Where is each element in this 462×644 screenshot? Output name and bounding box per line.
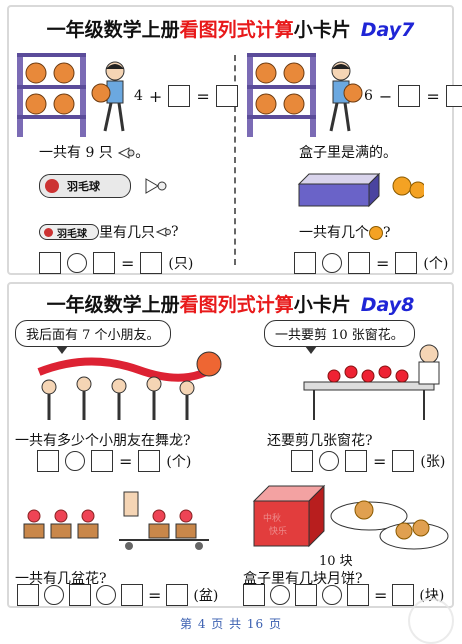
speech-bubble-right: 一共要剪 10 张窗花。	[264, 320, 415, 354]
question-left: 羽毛球 里有几只 ?	[39, 222, 179, 242]
watermark-seal	[408, 598, 454, 644]
equals-sign: =	[196, 86, 210, 106]
question-text: 盒子里有几块月饼?	[243, 571, 363, 587]
caption-text: 一共有 9 只	[39, 145, 113, 161]
speech-bubble-left: 我后面有 7 个小朋友。	[15, 320, 171, 354]
equation-row-right: = (个)	[294, 252, 448, 274]
question-text: 一共有几个	[299, 225, 369, 241]
card-title: 一年级数学上册看图列式计算小卡片 Day8	[9, 290, 452, 317]
boy-with-ball-illustration	[329, 61, 363, 132]
unit-label: (只)	[168, 256, 194, 272]
answer-box[interactable]	[295, 584, 317, 606]
answer-box[interactable]	[69, 584, 91, 606]
title-prefix: 一年级数学上册	[46, 294, 180, 316]
dragon-dance-illustration	[37, 351, 222, 420]
title-suffix: 小卡片	[293, 19, 351, 41]
answer-box[interactable]	[294, 252, 316, 274]
equation-row-left: = (只)	[39, 252, 193, 274]
question-text: 里有几只	[99, 225, 155, 241]
answer-box[interactable]	[347, 584, 369, 606]
equals-sign: =	[426, 86, 440, 106]
answer-box[interactable]	[348, 252, 370, 274]
answer-box[interactable]	[138, 450, 161, 472]
title-day: Day8	[360, 294, 415, 316]
answer-box[interactable]	[445, 85, 462, 107]
shuttlecock-icon	[145, 178, 167, 194]
unit-label: (个)	[423, 256, 449, 272]
paper-cutting-illustration	[303, 344, 440, 420]
answer-box[interactable]	[215, 85, 238, 107]
answer-box[interactable]	[398, 85, 421, 107]
operator-circle[interactable]	[322, 585, 342, 605]
expression-left: 4 + =	[134, 85, 238, 107]
answer-box[interactable]	[93, 252, 115, 274]
operator-circle[interactable]	[96, 585, 116, 605]
svg-text:快乐: 快乐	[269, 525, 287, 537]
card-day7: 一年级数学上册看图列式计算小卡片 Day7 4 + = 一共有 9 只 。	[7, 5, 462, 275]
answer-box[interactable]	[345, 450, 367, 472]
question-text: 一共有多少个小朋友在舞龙?	[15, 433, 191, 449]
ball-shelf-illustration	[247, 53, 316, 137]
expr-number: 6	[364, 88, 373, 104]
orange-box-illustration	[297, 172, 424, 208]
equation-row-paper: = (张)	[291, 450, 445, 472]
answer-box[interactable]	[166, 584, 189, 606]
box-text: 中秋	[263, 512, 281, 524]
expr-operator: +	[148, 86, 163, 106]
tube-cap-icon	[45, 179, 59, 193]
card-title: 一年级数学上册看图列式计算小卡片 Day7	[9, 15, 452, 42]
equation-row-flowers: = (盆)	[17, 584, 218, 606]
operator-circle[interactable]	[65, 451, 85, 471]
question-text: 一共有几盆花?	[15, 571, 107, 587]
answer-box[interactable]	[37, 450, 59, 472]
equation-row-dragon: = (个)	[37, 450, 191, 472]
answer-box[interactable]	[395, 252, 418, 274]
answer-box[interactable]	[168, 85, 191, 107]
answer-box[interactable]	[17, 584, 39, 606]
operator-circle[interactable]	[322, 253, 342, 273]
caption-right: 盒子里是满的。	[299, 145, 397, 161]
ball-shelf-illustration	[17, 53, 86, 137]
unit-label: (张)	[420, 454, 446, 470]
page-footer: 第 4 页 共 16 页	[180, 617, 282, 631]
unit-label: (个)	[166, 454, 192, 470]
shuttlecock-icon	[118, 147, 135, 159]
unit-label: (盆)	[193, 588, 219, 604]
answer-box[interactable]	[140, 252, 163, 274]
flower-pots-illustration	[23, 491, 209, 550]
answer-box[interactable]	[91, 450, 113, 472]
dashed-divider	[234, 55, 236, 265]
operator-circle[interactable]	[270, 585, 290, 605]
title-day: Day7	[360, 19, 415, 41]
card-day8: 一年级数学上册看图列式计算小卡片 Day8 我后面有 7 个小朋友。 一共要剪 1…	[7, 282, 454, 608]
answer-box[interactable]	[291, 450, 313, 472]
tube-label: 羽毛球	[67, 180, 100, 193]
title-highlight: 看图列式计算	[179, 294, 294, 316]
question-text: 还要剪几张窗花?	[267, 433, 373, 449]
answer-box[interactable]	[392, 584, 415, 606]
expression-right: 6 − =	[364, 85, 462, 107]
answer-box[interactable]	[392, 450, 415, 472]
tube-small-icon: 羽毛球	[39, 224, 99, 240]
expr-number: 4	[134, 88, 143, 104]
count-label: 10 块	[319, 554, 353, 569]
boy-with-ball-illustration	[91, 61, 125, 132]
operator-circle[interactable]	[67, 253, 87, 273]
title-highlight: 看图列式计算	[179, 19, 294, 41]
shuttlecock-icon	[155, 227, 171, 237]
answer-box[interactable]	[243, 584, 265, 606]
equation-row-mooncake: = (块)	[243, 584, 444, 606]
expr-operator: −	[378, 86, 393, 106]
question-right: 一共有几个?	[299, 225, 391, 241]
operator-circle[interactable]	[319, 451, 339, 471]
title-suffix: 小卡片	[293, 294, 351, 316]
title-prefix: 一年级数学上册	[46, 19, 180, 41]
orange-icon	[369, 226, 383, 240]
shuttlecock-tube: 羽毛球	[39, 174, 131, 198]
mooncake-illustration: 中秋 快乐	[252, 484, 449, 550]
operator-circle[interactable]	[44, 585, 64, 605]
caption-left: 一共有 9 只 。	[39, 145, 150, 161]
answer-box[interactable]	[121, 584, 143, 606]
answer-box[interactable]	[39, 252, 61, 274]
